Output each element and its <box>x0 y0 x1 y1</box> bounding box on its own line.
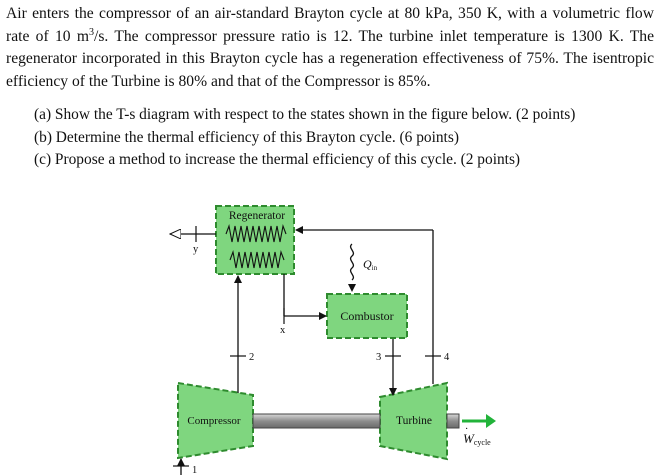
w-cycle-symbol: Wcycle <box>463 431 491 447</box>
regenerator-label: Regenerator <box>229 210 285 222</box>
state-4-label: 4 <box>444 352 450 363</box>
w-dot: · <box>465 424 468 435</box>
state-3-label: 3 <box>376 352 381 363</box>
combustor-label: Combustor <box>340 309 393 323</box>
state-2-label: 2 <box>249 352 254 363</box>
state-1-label: 1 <box>192 465 197 475</box>
regenerator-coil-lower <box>229 249 285 269</box>
question-b: (b) Determine the thermal efficiency of … <box>34 128 459 146</box>
problem-statement: Air enters the compressor of an air-stan… <box>6 3 654 93</box>
problem-text-a: Air enters the compressor of an air-stan… <box>6 5 654 45</box>
combustor: Combustor <box>326 293 408 339</box>
heat-input-arrow-head <box>348 284 356 292</box>
problem-text-b: /s. The compressor pressure ratio is 12.… <box>6 27 655 90</box>
work-arrow-head <box>486 414 496 428</box>
state-x-label: x <box>280 325 286 336</box>
compressor-label: Compressor <box>187 415 241 427</box>
state-y-label: y <box>193 244 199 255</box>
question-a: (a) Show the T-s diagram with respect to… <box>34 106 576 123</box>
shaft <box>252 413 381 429</box>
question-list: (a) Show the T-s diagram with respect to… <box>34 104 634 172</box>
turbine: Turbine <box>379 381 448 461</box>
heat-input-arrow <box>349 243 355 281</box>
regenerator: Regenerator <box>215 205 295 275</box>
state-markers <box>173 226 441 467</box>
turbine-label: Turbine <box>396 415 432 427</box>
q-in-symbol: Qin <box>363 257 378 272</box>
regenerator-coil-upper <box>225 223 287 243</box>
compressor: Compressor <box>177 381 254 460</box>
shaft-stub <box>446 413 460 429</box>
question-c: (c) Propose a method to increase the the… <box>34 151 521 169</box>
cubic-superscript: 3 <box>89 26 95 38</box>
